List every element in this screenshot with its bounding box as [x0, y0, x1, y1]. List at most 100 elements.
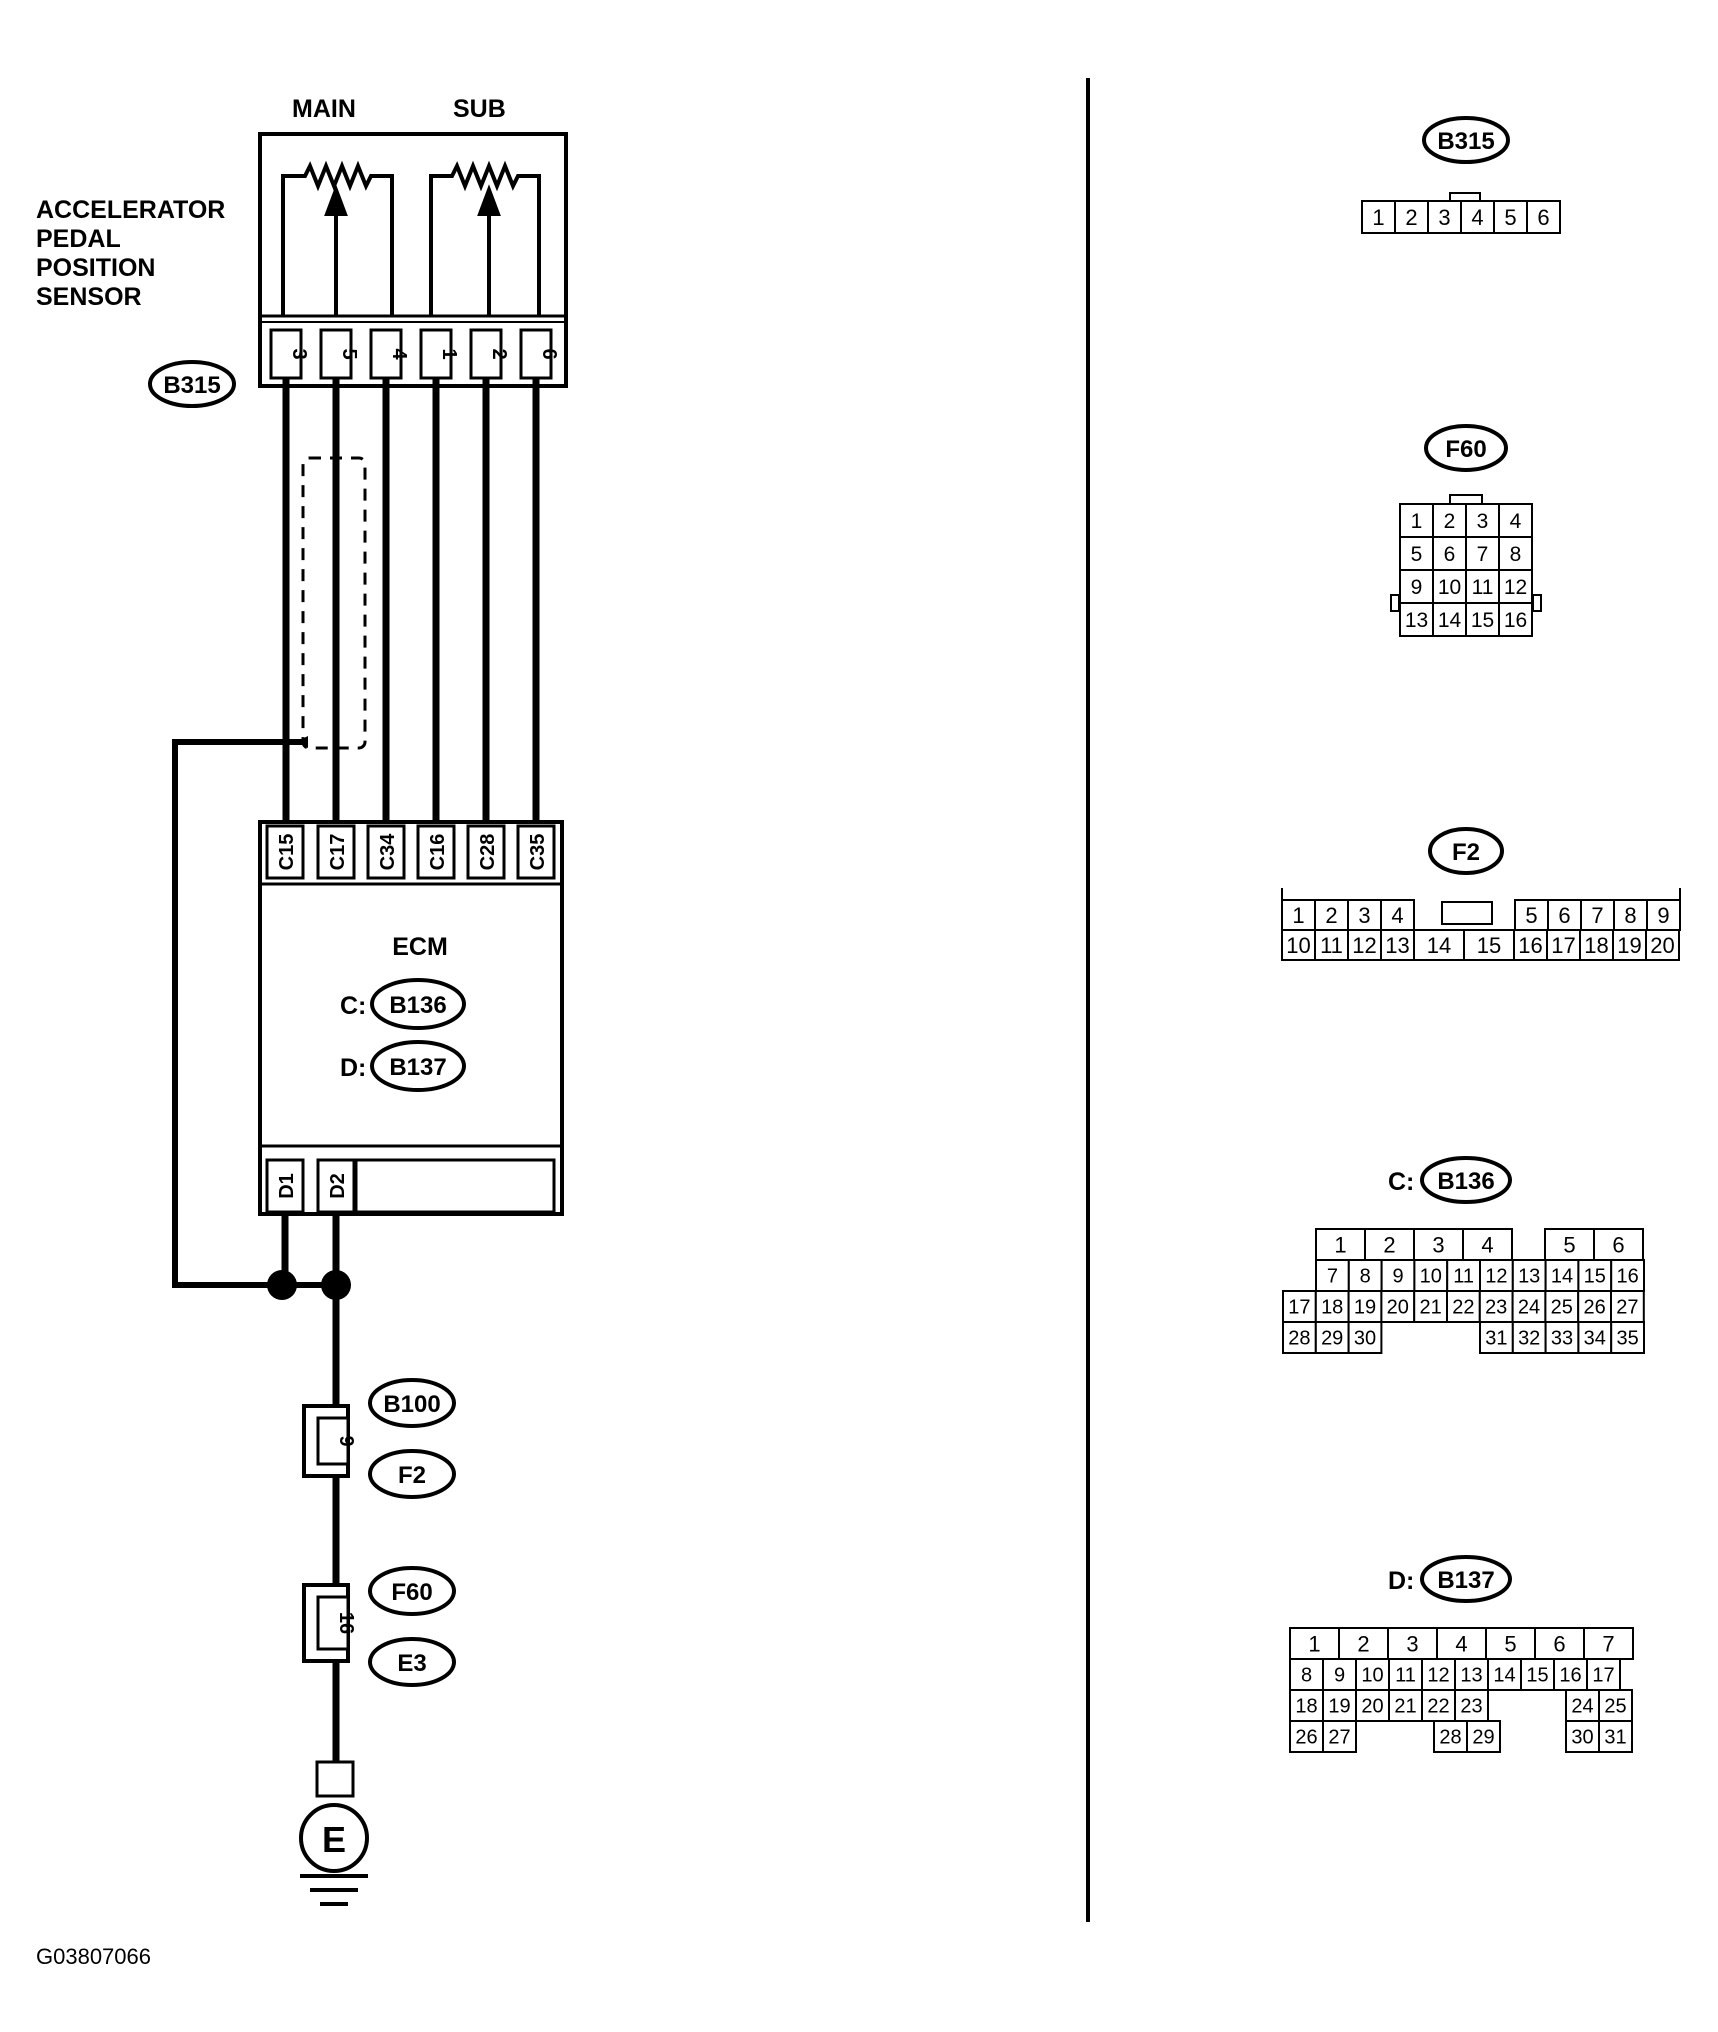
- joint-2-lower-label: E3: [397, 1650, 426, 1677]
- joint-1-lower-label: F2: [398, 1462, 426, 1489]
- connector-cell: [1355, 1689, 1390, 1722]
- sensor-name-line-1: ACCELERATOR: [36, 196, 225, 224]
- connector-cell-label: 4: [1481, 1232, 1493, 1257]
- sub-potentiometer: [429, 160, 541, 316]
- connector-cell-label: 1: [1372, 205, 1384, 230]
- connector-cell: [1413, 929, 1465, 961]
- connector-cell-label: 14: [1438, 609, 1462, 632]
- b137-prefix: D:: [1388, 1567, 1414, 1595]
- joint-2-pin: 16: [335, 1612, 357, 1634]
- connector-cell: [1646, 899, 1681, 931]
- connector-cell-label: 16: [1616, 1266, 1638, 1288]
- connector-cell-label: 6: [1558, 903, 1570, 928]
- connector-cell: [1380, 929, 1415, 961]
- b136-title: B136: [1437, 1168, 1494, 1195]
- connector-cell-label: 23: [1460, 1696, 1482, 1718]
- ecm-d-prefix: D:: [340, 1054, 366, 1082]
- connector-cell-label: 13: [1460, 1665, 1482, 1687]
- connector-cell: [1388, 1658, 1423, 1691]
- f60-title: F60: [1445, 436, 1486, 463]
- connector-cell-label: 2: [1383, 1232, 1395, 1257]
- connector-cell-label: 3: [1358, 903, 1370, 928]
- connector-cell-label: 19: [1617, 933, 1641, 958]
- connector-cell-label: 16: [1504, 609, 1527, 632]
- shield-drain-arrow: [296, 736, 308, 748]
- connector-cell-label: 16: [1559, 1665, 1581, 1687]
- connector-cell-label: 33: [1551, 1328, 1573, 1350]
- connector-cell-label: 15: [1526, 1665, 1548, 1687]
- connector-cell-label: 5: [1504, 205, 1516, 230]
- connector-cell-label: 26: [1295, 1727, 1317, 1749]
- connector-cell: [1413, 1290, 1448, 1323]
- ecm-c-connector-oval: [370, 978, 466, 1030]
- ground-symbol-label: E: [322, 1819, 346, 1860]
- connector-cell-label: 32: [1518, 1328, 1540, 1350]
- connector-cell: [1593, 1228, 1644, 1261]
- connector-cell-label: 18: [1321, 1297, 1343, 1319]
- ecm-label: ECM: [392, 933, 448, 961]
- sensor-pin-6: 6: [538, 348, 560, 359]
- ecm-pin-c28: C28: [477, 834, 499, 871]
- connector-cell: [1399, 503, 1434, 538]
- ecm-d-connector-oval: [370, 1040, 466, 1092]
- ecm-pin-c34: C34: [377, 833, 399, 871]
- signal-wires: [282, 378, 540, 822]
- connector-cell: [1498, 536, 1533, 571]
- connector-cell: [1281, 899, 1316, 931]
- sensor-connector-pins: 3 5 4 1 2 6: [269, 328, 560, 380]
- connector-cell: [1645, 929, 1680, 961]
- connector-cell-label: 5: [1504, 1631, 1516, 1656]
- connector-cell-label: 4: [1455, 1631, 1467, 1656]
- connector-cell-label: 26: [1583, 1297, 1605, 1319]
- connector-cell-label: 1: [1308, 1631, 1320, 1656]
- wire-shield: [301, 456, 367, 750]
- connector-cell: [1579, 929, 1614, 961]
- connector-cell-label: 9: [1392, 1266, 1403, 1288]
- connector-cell-label: 18: [1295, 1696, 1317, 1718]
- connector-cell: [1394, 200, 1429, 234]
- connector-cell: [1478, 1290, 1514, 1323]
- connector-cell: [1432, 602, 1467, 637]
- shield-ground-wire: [172, 739, 335, 1288]
- connector-cell-label: 17: [1592, 1665, 1614, 1687]
- connector-cell: [1347, 1321, 1383, 1354]
- sensor-connector-label: B315: [163, 372, 220, 399]
- connector-cell: [1282, 1321, 1317, 1354]
- connector-cell: [1454, 1658, 1489, 1691]
- connector-cell-label: 10: [1361, 1665, 1383, 1687]
- connector-cell-label: 2: [1444, 510, 1456, 533]
- connector-cell-label: 30: [1354, 1328, 1376, 1350]
- connector-cell: [1388, 1689, 1423, 1722]
- ground-symbol: E: [299, 1760, 369, 1906]
- connector-cell-label: 14: [1551, 1266, 1573, 1288]
- connector-cell-label: 22: [1427, 1696, 1449, 1718]
- joint-2-upper-label: F60: [391, 1579, 432, 1606]
- connector-cell-label: 18: [1584, 933, 1608, 958]
- connector-cell-label: 29: [1321, 1328, 1343, 1350]
- ecm-pin-d1: D1: [276, 1173, 298, 1199]
- b136-prefix: C:: [1388, 1168, 1414, 1196]
- connector-cell-label: 11: [1472, 576, 1494, 599]
- sensor-pin-2: 2: [488, 348, 510, 359]
- f2-title: F2: [1452, 839, 1480, 866]
- b315-title: B315: [1437, 128, 1494, 155]
- ecm-c-prefix: C:: [340, 992, 366, 1020]
- connector-cell-label: 25: [1551, 1297, 1573, 1319]
- connector-cell-label: 5: [1411, 543, 1423, 566]
- connector-cell-label: 15: [1477, 933, 1501, 958]
- connector-cell-label: 5: [1563, 1232, 1575, 1257]
- connector-cell-label: 15: [1471, 609, 1494, 632]
- connector-cell-label: 24: [1518, 1297, 1540, 1319]
- connector-cell-label: 13: [1385, 933, 1409, 958]
- connector-cell: [1586, 1658, 1621, 1691]
- splice-dot-1: [267, 1270, 297, 1300]
- connector-cell-label: 29: [1472, 1727, 1494, 1749]
- connector-cell-label: 17: [1288, 1297, 1310, 1319]
- ecm-pin-c15: C15: [276, 834, 298, 871]
- connector-cell: [1487, 1658, 1522, 1691]
- connector-cell-label: 12: [1352, 933, 1376, 958]
